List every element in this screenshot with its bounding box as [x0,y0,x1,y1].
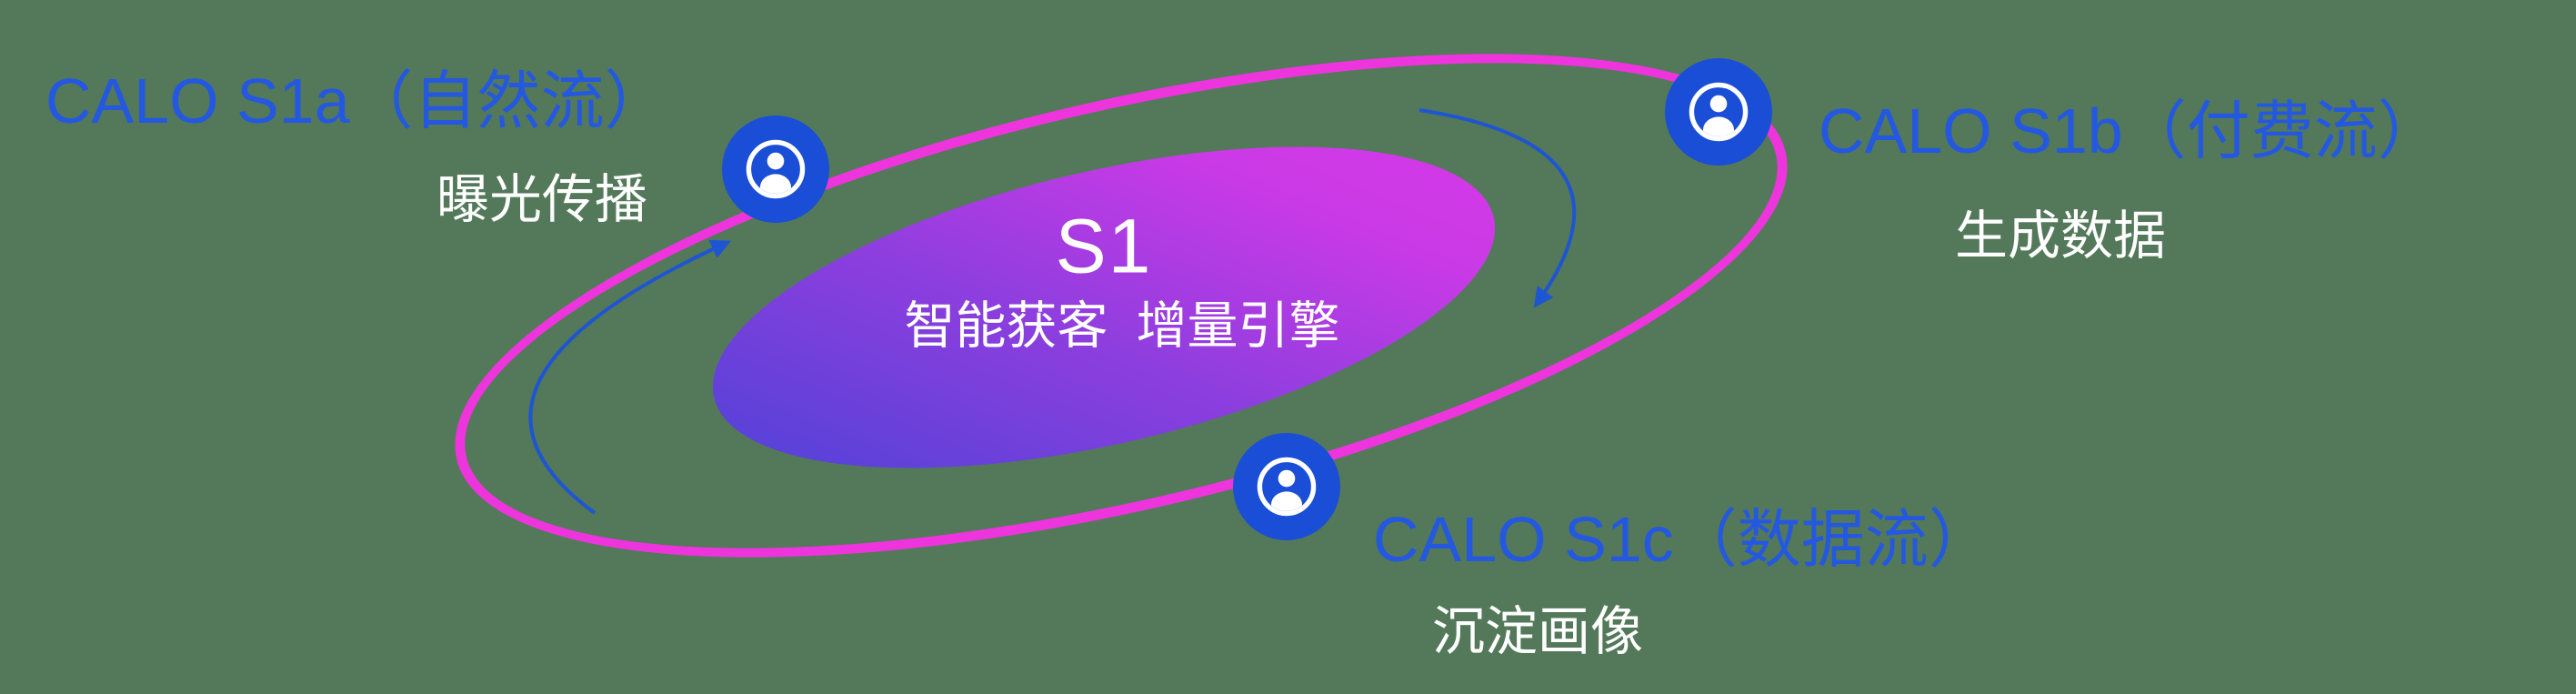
core-title: S1 [1055,203,1153,289]
node-sublabel-s1a: 曝光传播 [436,170,648,229]
person-circle-icon [722,116,829,223]
node-label-s1a: CALO S1a（自然流） [45,65,668,136]
node-sublabel-s1b: 生成数据 [1955,206,2167,266]
node-label-s1c: CALO S1c（数据流） [1373,504,1992,575]
person-circle-icon [1233,433,1340,540]
node-label-s1b: CALO S1b（付费流） [1819,96,2441,166]
node-sublabel-s1c: 沉淀画像 [1432,602,1644,661]
person-circle-icon [1665,58,1772,166]
core-subtitle: 智能获客 增量引擎 [904,297,1340,355]
